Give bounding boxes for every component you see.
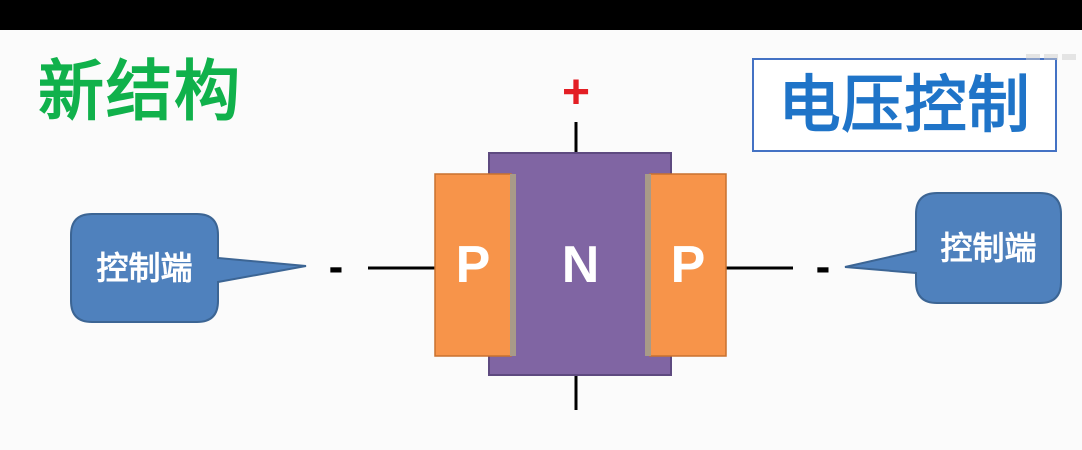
watermark-mark — [1026, 54, 1076, 60]
n-region — [488, 152, 672, 376]
slide: 新结构 电压控制 P N P + - - 控制端 控制端 — [0, 30, 1082, 450]
p-region-right-label: P — [670, 236, 706, 294]
callout-right-shape — [844, 192, 1062, 304]
callout-left-label: 控制端 — [96, 249, 193, 287]
p-region-left — [434, 173, 512, 357]
p-region-left-label: P — [455, 236, 491, 294]
junction-strip-right — [645, 174, 651, 356]
title-right: 电压控制 — [778, 68, 1031, 141]
p-region-right — [649, 173, 727, 357]
callout-left-shape — [70, 213, 307, 323]
minus-sign-right: - — [815, 242, 831, 291]
title-right-box: 电压控制 — [752, 58, 1057, 152]
plus-sign: + — [561, 66, 591, 119]
device-diagram — [70, 122, 1062, 410]
callout-right-label: 控制端 — [940, 229, 1037, 267]
minus-sign-left: - — [328, 242, 344, 291]
junction-strip-left — [510, 174, 516, 356]
title-left: 新结构 — [38, 53, 242, 130]
n-region-label: N — [561, 236, 600, 294]
